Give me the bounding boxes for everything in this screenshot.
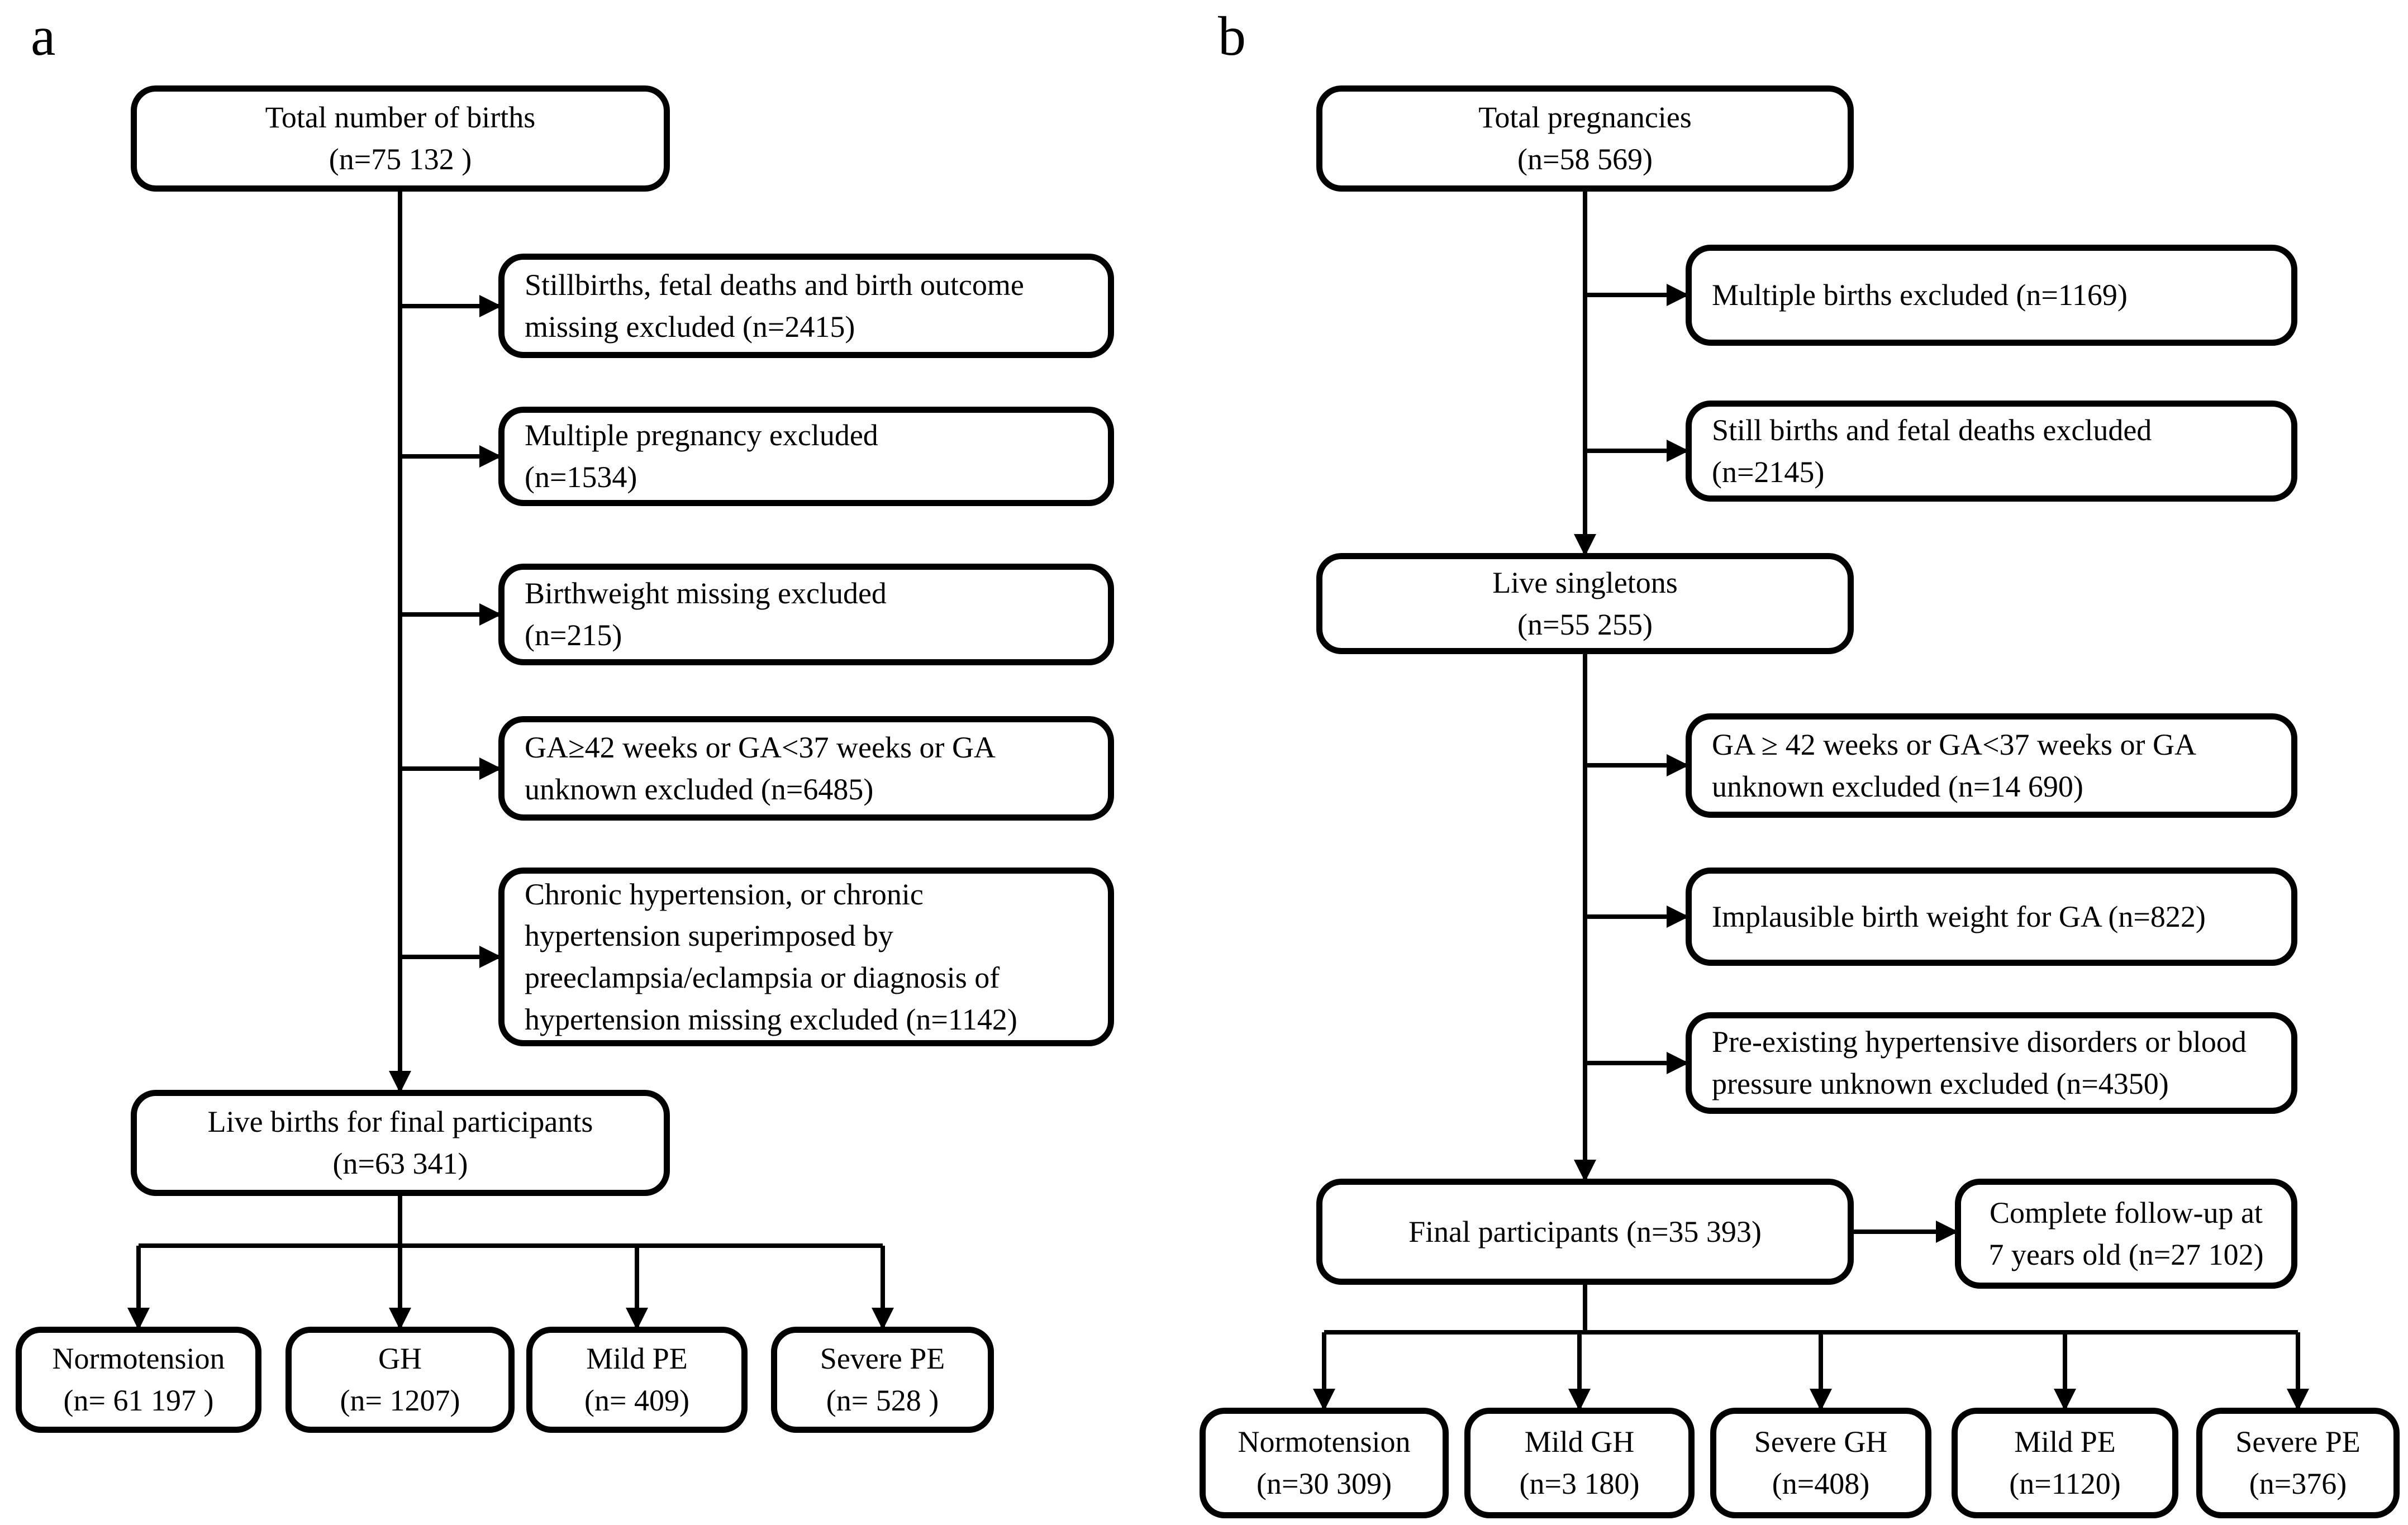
box-b-severe-pe: Severe PE (n=376) [2196, 1408, 2400, 1518]
box-text: Severe PE (n=376) [2235, 1425, 2361, 1500]
box-text: Live singletons (n=55 255) [1492, 565, 1678, 641]
box-live-births-final: Live births for final participants (n=63… [131, 1090, 670, 1196]
box-text: Mild PE (n= 409) [584, 1342, 689, 1417]
box-text: Mild GH (n=3 180) [1519, 1425, 1640, 1500]
box-excl-multiple-pregnancy: Multiple pregnancy excluded (n=1534) [498, 407, 1114, 506]
box-a-mild-pe: Mild PE (n= 409) [526, 1327, 748, 1433]
box-excl-implausible-weight: Implausible birth weight for GA (n=822) [1686, 868, 2297, 966]
box-text: Normotension (n= 61 197 ) [52, 1342, 225, 1417]
box-text: GH (n= 1207) [340, 1342, 460, 1417]
box-excl-ga-range-a: GA≥42 weeks or GA<37 weeks or GA unknown… [498, 716, 1114, 821]
box-total-pregnancies: Total pregnancies (n=58 569) [1316, 85, 1854, 192]
box-text: Normotension (n=30 309) [1238, 1425, 1411, 1500]
box-text: Pre-existing hypertensive disorders or b… [1712, 1025, 2247, 1100]
box-excl-multiple-births: Multiple births excluded (n=1169) [1686, 245, 2297, 346]
box-final-participants: Final participants (n=35 393) [1316, 1179, 1854, 1285]
box-b-mild-pe: Mild PE (n=1120) [1952, 1408, 2178, 1518]
box-text: Complete follow-up at 7 years old (n=27 … [1988, 1195, 2264, 1271]
box-text: Birthweight missing excluded (n=215) [525, 576, 887, 652]
box-text: Severe PE (n= 528 ) [820, 1342, 945, 1417]
box-excl-birthweight-missing: Birthweight missing excluded (n=215) [498, 564, 1114, 665]
box-text: Implausible birth weight for GA (n=822) [1712, 899, 2206, 933]
box-excl-preexisting-hypertension: Pre-existing hypertensive disorders or b… [1686, 1012, 2297, 1114]
box-total-births: Total number of births (n=75 132 ) [131, 85, 670, 192]
box-text: Total number of births (n=75 132 ) [265, 101, 536, 176]
box-text: Mild PE (n=1120) [2009, 1425, 2121, 1500]
box-b-mild-gh: Mild GH (n=3 180) [1464, 1408, 1695, 1518]
box-b-severe-gh: Severe GH (n=408) [1710, 1408, 1931, 1518]
box-text: Multiple pregnancy excluded (n=1534) [525, 418, 878, 494]
box-complete-followup: Complete follow-up at 7 years old (n=27 … [1955, 1179, 2297, 1289]
box-text: Multiple births excluded (n=1169) [1712, 278, 2128, 312]
box-excl-stillbirths: Stillbirths, fetal deaths and birth outc… [498, 254, 1114, 358]
box-text: Severe GH (n=408) [1754, 1425, 1888, 1500]
box-text: Chronic hypertension, or chronic hyperte… [525, 877, 1017, 1036]
box-text: Stillbirths, fetal deaths and birth outc… [525, 268, 1024, 344]
box-text: GA≥42 weeks or GA<37 weeks or GA unknown… [525, 730, 996, 806]
box-text: Live births for final participants (n=63… [207, 1105, 593, 1180]
box-a-severe-pe: Severe PE (n= 528 ) [771, 1327, 994, 1433]
box-excl-stillbirths-fetal-deaths: Still births and fetal deaths excluded (… [1686, 401, 2297, 502]
box-live-singletons: Live singletons (n=55 255) [1316, 553, 1854, 654]
panel-a-label: a [31, 5, 56, 67]
panel-b-label: b [1218, 5, 1246, 67]
box-a-normotension: Normotension (n= 61 197 ) [16, 1327, 261, 1433]
box-excl-ga-range-b: GA ≥ 42 weeks or GA<37 weeks or GA unkno… [1686, 713, 2297, 818]
box-text: Total pregnancies (n=58 569) [1478, 101, 1692, 176]
box-text: Still births and fetal deaths excluded (… [1712, 413, 2152, 489]
box-a-gh: GH (n= 1207) [285, 1327, 515, 1433]
box-text: GA ≥ 42 weeks or GA<37 weeks or GA unkno… [1712, 727, 2196, 803]
box-text: Final participants (n=35 393) [1408, 1214, 1762, 1248]
box-excl-chronic-hypertension: Chronic hypertension, or chronic hyperte… [498, 868, 1114, 1046]
box-b-normotension: Normotension (n=30 309) [1200, 1408, 1449, 1518]
